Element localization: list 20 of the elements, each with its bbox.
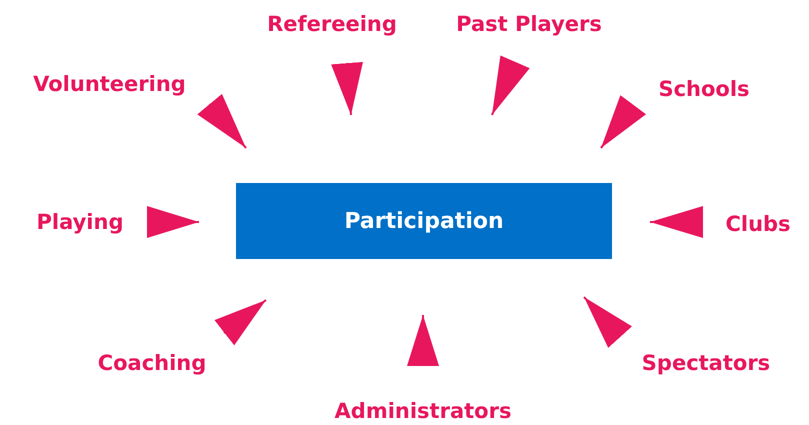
arrow — [600, 95, 646, 149]
category-label: Administrators — [334, 398, 512, 425]
arrow — [407, 315, 439, 366]
arrow — [197, 94, 247, 149]
arrow — [214, 299, 267, 346]
arrow — [331, 62, 363, 116]
category-label: Past Players — [456, 11, 602, 38]
arrow — [650, 206, 703, 238]
category-label: Spectators — [642, 350, 770, 378]
category-label: Volunteering — [33, 71, 186, 98]
box-label: Participation — [344, 208, 504, 236]
arrow — [583, 296, 632, 348]
category-label: Schools — [658, 76, 750, 104]
category-label: Refereeing — [267, 11, 397, 38]
category-label: Clubs — [725, 211, 791, 238]
arrow — [491, 55, 530, 116]
arrow — [147, 206, 199, 238]
category-label: Coaching — [98, 350, 206, 378]
process-box — [236, 183, 612, 259]
category-label: Playing — [36, 209, 124, 236]
